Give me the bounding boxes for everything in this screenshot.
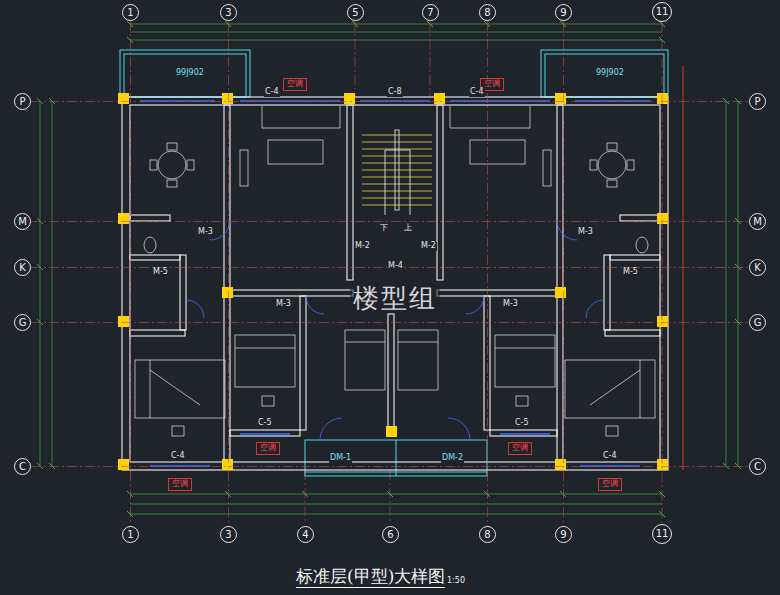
component-tag: C-8	[387, 88, 403, 97]
component-tag: M-3	[197, 228, 214, 237]
axis-number: P	[754, 97, 760, 107]
component-tag: 99J902	[175, 69, 205, 78]
axis-number: 3	[225, 530, 231, 540]
axis-number: 1	[127, 8, 133, 18]
axis-bubble: 8	[479, 526, 496, 543]
axis-bubble: G	[749, 314, 766, 331]
axis-bubble: 4	[297, 526, 314, 543]
axis-bubble: P	[749, 93, 766, 110]
axis-number: K	[754, 263, 761, 273]
component-tag: M-5	[152, 268, 169, 277]
component-tag: 下	[379, 224, 389, 233]
axis-line	[130, 21, 131, 526]
axis-number: 11	[656, 7, 669, 17]
axis-number: K	[19, 263, 26, 273]
axis-line	[31, 101, 749, 102]
component-tag: M-3	[577, 228, 594, 237]
aircon-label: 空调	[287, 80, 303, 89]
component-tag: C-4	[170, 452, 186, 461]
axis-line	[31, 221, 749, 222]
axis-number: 3	[225, 8, 231, 18]
axis-number: P	[19, 97, 25, 107]
axis-bubble: 3	[220, 4, 237, 21]
axis-number: 9	[560, 530, 566, 540]
axis-bubble: K	[749, 259, 766, 276]
axis-number: 5	[352, 8, 358, 18]
component-tag: M-2	[420, 242, 437, 251]
axis-bubble: G	[14, 314, 31, 331]
axis-number: 11	[656, 529, 669, 539]
component-tag: 99J902	[595, 69, 625, 78]
axis-bubble: 8	[479, 4, 496, 21]
axis-bubble: 1	[122, 4, 139, 21]
axis-bubble: C	[749, 458, 766, 475]
component-tag: C-4	[602, 452, 618, 461]
aircon-box: 空调	[283, 78, 307, 91]
aircon-label: 空调	[260, 444, 276, 453]
aircon-label: 空调	[512, 444, 528, 453]
axis-line	[563, 21, 564, 526]
axis-bubble: 9	[555, 4, 572, 21]
aircon-label: 空调	[484, 80, 500, 89]
axis-bubble: 11	[652, 524, 672, 544]
aircon-box: 空调	[598, 478, 622, 491]
axis-number: 1	[127, 530, 133, 540]
axis-bubble: 1	[122, 526, 139, 543]
axis-bubble: K	[14, 259, 31, 276]
component-tag: M-5	[622, 268, 639, 277]
axis-number: C	[19, 462, 26, 472]
component-tag: DM-1	[329, 454, 352, 463]
axis-bubble: M	[14, 213, 31, 230]
axis-number: G	[19, 318, 27, 328]
component-tag: DM-2	[441, 454, 464, 463]
aircon-label: 空调	[172, 480, 188, 489]
axis-number: 8	[484, 8, 490, 18]
drawing-title: 标准层(甲型)大样图	[296, 566, 445, 588]
axis-bubble: 3	[220, 526, 237, 543]
axis-number: M	[18, 217, 27, 227]
axis-number: 6	[387, 530, 393, 540]
axis-bubble: 11	[652, 2, 672, 22]
aircon-box: 空调	[168, 478, 192, 491]
aircon-label: 空调	[602, 480, 618, 489]
component-tag: C-4	[264, 88, 280, 97]
axis-line	[228, 21, 229, 526]
axis-line	[487, 21, 488, 526]
axis-number: 4	[302, 530, 308, 540]
axis-bubble: C	[14, 458, 31, 475]
component-tag: 上	[403, 224, 413, 233]
axis-bubble: 9	[555, 526, 572, 543]
scale-note: 1:50	[446, 577, 466, 586]
axis-number: G	[754, 318, 762, 328]
component-tag: M-4	[387, 262, 404, 271]
axis-bubble: 7	[422, 4, 439, 21]
axis-number: 8	[484, 530, 490, 540]
axis-bubble: M	[749, 213, 766, 230]
axis-number: M	[753, 217, 762, 227]
axis-bubble: P	[14, 93, 31, 110]
component-tag: C-5	[514, 419, 530, 428]
component-tag: M-3	[502, 300, 519, 309]
component-tag: C-5	[257, 419, 273, 428]
axis-number: 7	[427, 8, 433, 18]
axis-bubble: 6	[382, 526, 399, 543]
component-tag: C-4	[469, 88, 485, 97]
axis-bubble: 5	[347, 4, 364, 21]
aircon-box: 空调	[508, 442, 532, 455]
axis-line	[31, 466, 749, 467]
aircon-box: 空调	[256, 442, 280, 455]
axis-number: C	[754, 462, 761, 472]
component-tag: M-2	[354, 242, 371, 251]
axis-line	[662, 22, 663, 524]
component-tag: M-3	[275, 300, 292, 309]
axis-line	[31, 322, 749, 323]
watermark: 楼型组	[350, 284, 440, 313]
axis-number: 9	[560, 8, 566, 18]
